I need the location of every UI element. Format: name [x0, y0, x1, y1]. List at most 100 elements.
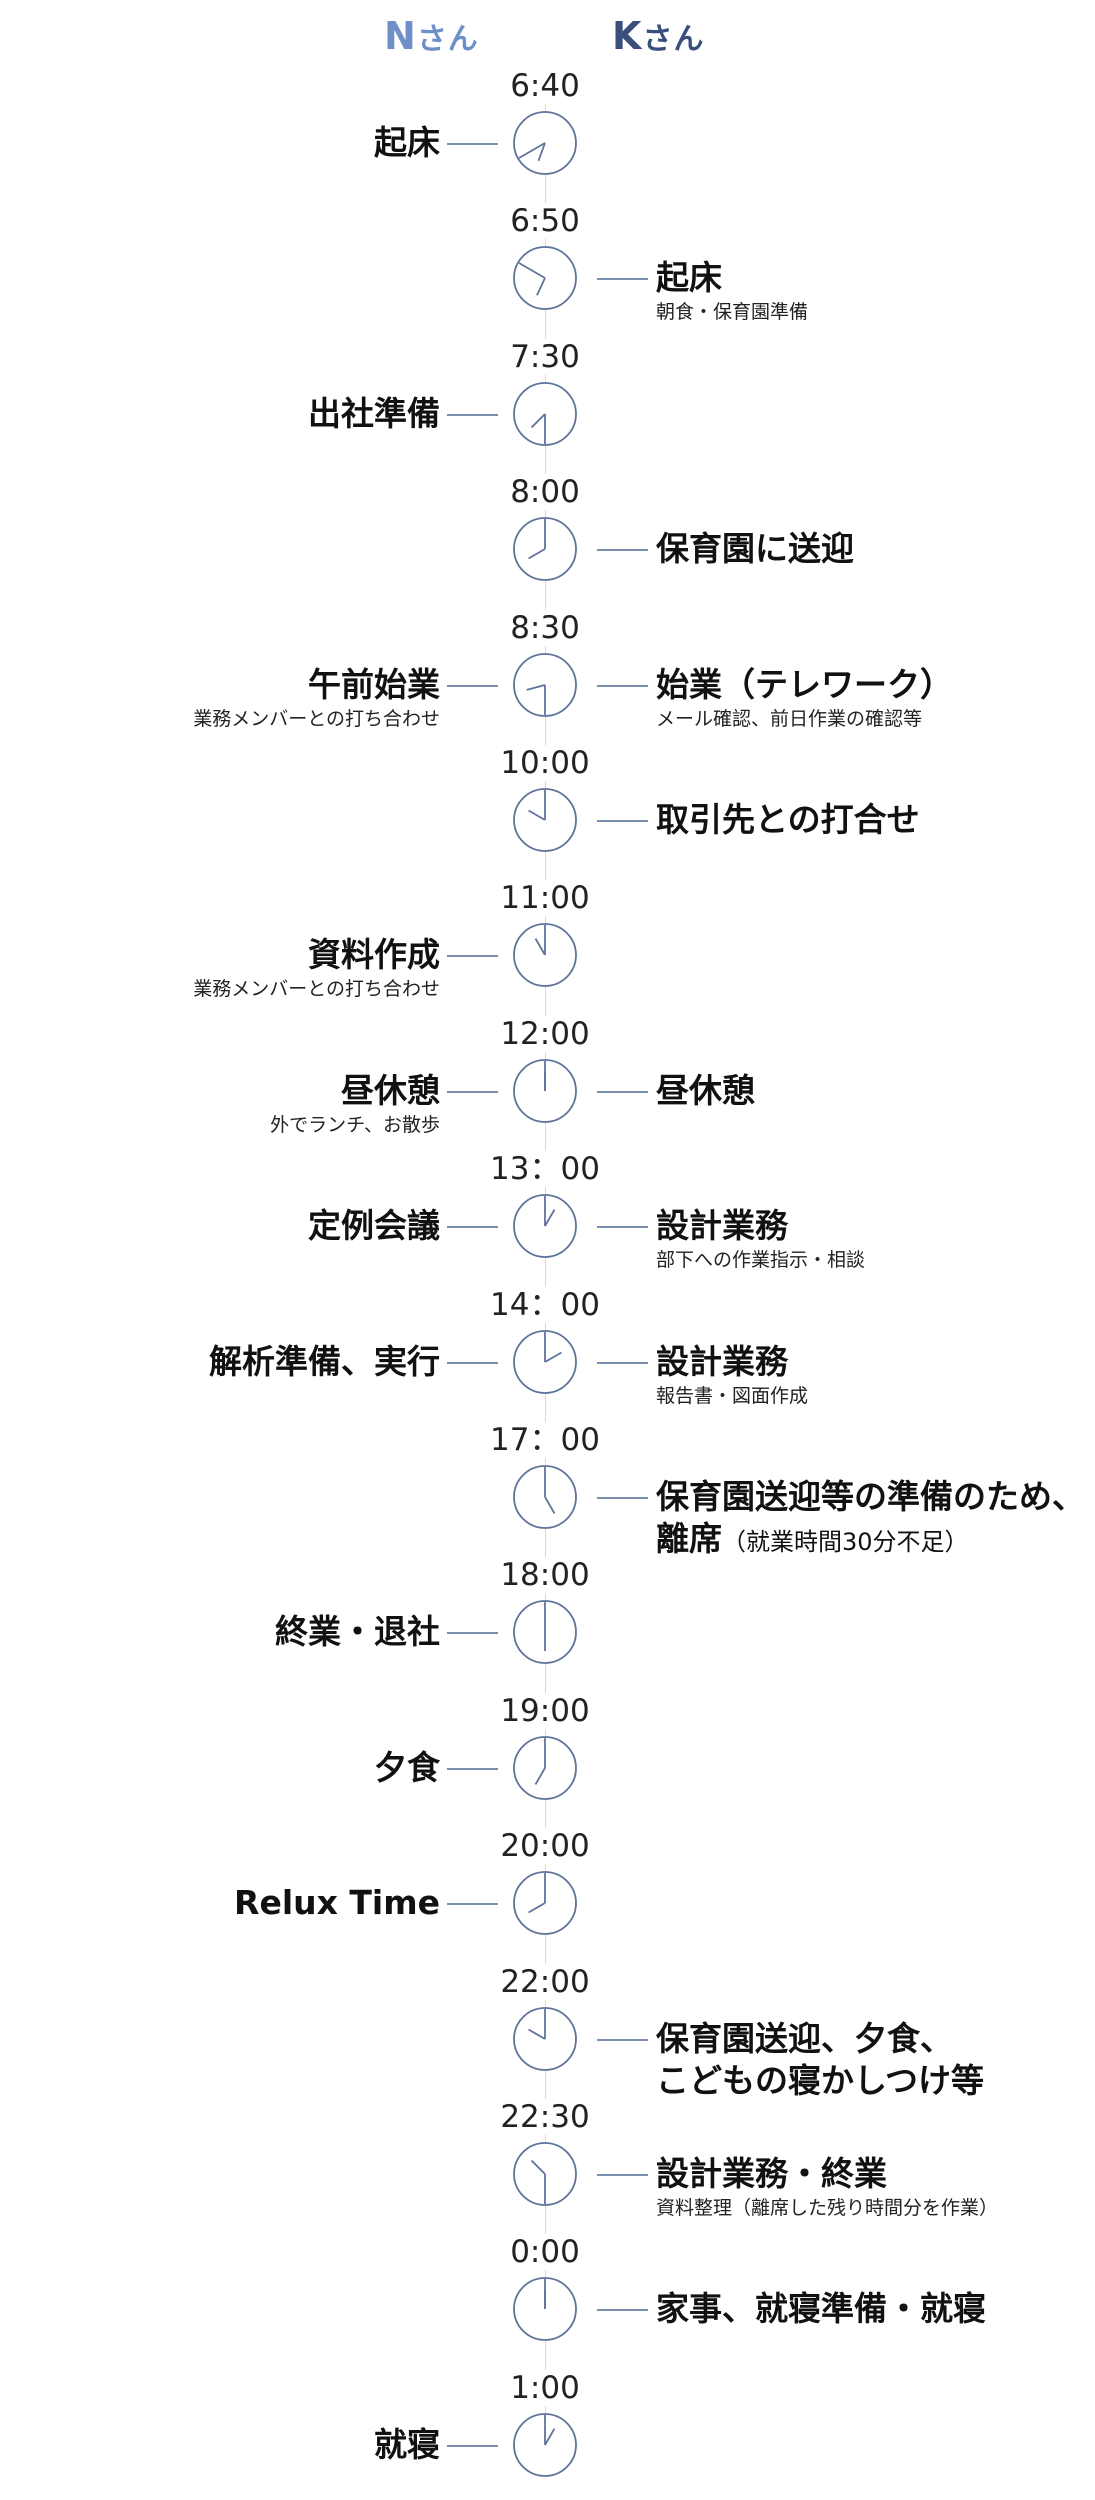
- hour-hand: [534, 1767, 546, 1785]
- clock-icon: [513, 788, 577, 852]
- n-san-activity: 資料作成業務メンバーとの打ち合わせ: [0, 934, 440, 1002]
- header-n-label: N: [384, 14, 417, 58]
- activity-title: 始業（テレワーク）: [656, 664, 1086, 706]
- activity-title: 就寝: [374, 2425, 440, 2464]
- connector-left: [447, 1903, 498, 1905]
- hour-hand: [528, 548, 546, 560]
- activity-title: 起床: [656, 257, 1086, 299]
- time-label: 19:00: [470, 1693, 620, 1729]
- hour-hand: [526, 684, 546, 691]
- connector-left: [447, 1091, 498, 1093]
- hour-hand: [537, 142, 546, 162]
- clock-icon: [513, 111, 577, 175]
- activity-title-text: 保育園送迎、夕食、 こどもの寝かしつけ等: [656, 2019, 985, 2100]
- activity-title: 家事、就寝準備・就寝: [656, 2288, 1086, 2330]
- activity-title-text: 家事、就寝準備・就寝: [656, 2289, 986, 2328]
- connector-right: [597, 549, 648, 551]
- activity-title: 保育園送迎、夕食、 こどもの寝かしつけ等: [656, 2018, 1086, 2102]
- clock-icon: [513, 382, 577, 446]
- n-san-activity: 午前始業業務メンバーとの打ち合わせ: [0, 664, 440, 732]
- activity-detail: 朝食・保育園準備: [656, 301, 809, 323]
- clock-icon: [513, 2142, 577, 2206]
- hour-hand: [544, 1351, 562, 1363]
- connector-left: [447, 955, 498, 957]
- connector-right: [597, 1091, 648, 1093]
- activity-title: 起床: [374, 123, 440, 162]
- connector-right: [597, 685, 648, 687]
- header-k-san: Kさん: [612, 14, 704, 58]
- k-san-activity: 家事、就寝準備・就寝: [656, 2288, 1086, 2330]
- time-label: 12:00: [470, 1016, 620, 1052]
- clock-icon: [513, 2277, 577, 2341]
- clock-icon: [513, 246, 577, 310]
- clock-icon: [513, 923, 577, 987]
- minute-hand: [518, 262, 546, 279]
- connector-left: [447, 414, 498, 416]
- time-label: 22:00: [470, 1964, 620, 2000]
- activity-title: 出社準備: [308, 394, 440, 433]
- clock-icon: [513, 1736, 577, 1800]
- hour-hand: [528, 1902, 546, 1914]
- clock-icon: [513, 1330, 577, 1394]
- k-san-activity: 設計業務・終業資料整理（離席した残り時間分を作業）: [656, 2153, 1086, 2221]
- header-k-label: K: [612, 14, 643, 58]
- hour-hand: [534, 938, 546, 956]
- connector-left: [447, 1362, 498, 1364]
- k-san-activity: 保育園送迎、夕食、 こどもの寝かしつけ等: [656, 2018, 1086, 2102]
- clock-icon: [513, 1194, 577, 1258]
- n-san-activity: 昼休憩外でランチ、お散歩: [0, 1070, 440, 1138]
- connector-right: [597, 278, 648, 280]
- clock-icon: [513, 1871, 577, 1935]
- time-label: 10:00: [470, 745, 620, 781]
- activity-title-text: 始業（テレワーク）: [656, 665, 953, 704]
- connector-right: [597, 2309, 648, 2311]
- activity-title-text: 保育園に送迎: [656, 529, 854, 568]
- activity-title: 昼休憩: [341, 1071, 440, 1110]
- k-san-activity: 始業（テレワーク） メール確認、前日作業の確認等: [656, 664, 1086, 732]
- connector-right: [597, 820, 648, 822]
- activity-title: 解析準備、実行: [209, 1342, 440, 1381]
- activity-detail: 報告書・図面作成: [656, 1385, 809, 1407]
- activity-title: 資料作成: [308, 935, 440, 974]
- clock-icon: [513, 2413, 577, 2477]
- connector-right: [597, 1362, 648, 1364]
- time-label: 8:30: [470, 610, 620, 646]
- time-label: 17：00: [470, 1422, 620, 1458]
- time-label: 18:00: [470, 1557, 620, 1593]
- n-san-activity: Relux Time: [0, 1882, 440, 1924]
- minute-hand: [518, 142, 546, 159]
- time-label: 13：00: [470, 1151, 620, 1187]
- time-label: 6:40: [470, 68, 620, 104]
- activity-title-text: 取引先との打合せ: [656, 800, 920, 839]
- activity-title: 取引先との打合せ: [656, 799, 1086, 841]
- connector-left: [447, 1768, 498, 1770]
- activity-title-text: 保育園送迎等の準備のため、 離席: [656, 1477, 1085, 1558]
- connector-left: [447, 143, 498, 145]
- activity-title-text: 設計業務: [656, 1206, 788, 1245]
- header-n-suffix: さん: [416, 22, 479, 57]
- activity-title: 昼休憩: [656, 1070, 1086, 1112]
- timeline-spine: [545, 100, 546, 2460]
- activity-detail: 外でランチ、お散歩: [270, 1114, 440, 1136]
- connector-right: [597, 1497, 648, 1499]
- n-san-activity: 終業・退社: [0, 1611, 440, 1653]
- activity-title: 設計業務: [656, 1205, 1086, 1247]
- activity-title: 保育園送迎等の準備のため、 離席（就業時間30分不足）: [656, 1476, 1086, 1563]
- time-label: 14：00: [470, 1287, 620, 1323]
- activity-title: 設計業務・終業: [656, 2153, 1086, 2195]
- n-san-activity: 定例会議: [0, 1205, 440, 1247]
- hour-hand: [530, 2159, 546, 2175]
- activity-title-text: 設計業務: [656, 1342, 788, 1381]
- k-san-activity: 保育園送迎等の準備のため、 離席（就業時間30分不足）: [656, 1476, 1086, 1563]
- k-san-activity: 起床朝食・保育園準備: [656, 257, 1086, 325]
- n-san-activity: 起床: [0, 122, 440, 164]
- time-label: 0:00: [470, 2234, 620, 2270]
- hour-hand: [544, 1209, 556, 1227]
- header-n-san: Nさん: [384, 14, 479, 58]
- activity-title: 設計業務: [656, 1341, 1086, 1383]
- connector-left: [447, 2445, 498, 2447]
- time-label: 7:30: [470, 339, 620, 375]
- connector-left: [447, 1226, 498, 1228]
- activity-detail: メール確認、前日作業の確認等: [656, 708, 923, 730]
